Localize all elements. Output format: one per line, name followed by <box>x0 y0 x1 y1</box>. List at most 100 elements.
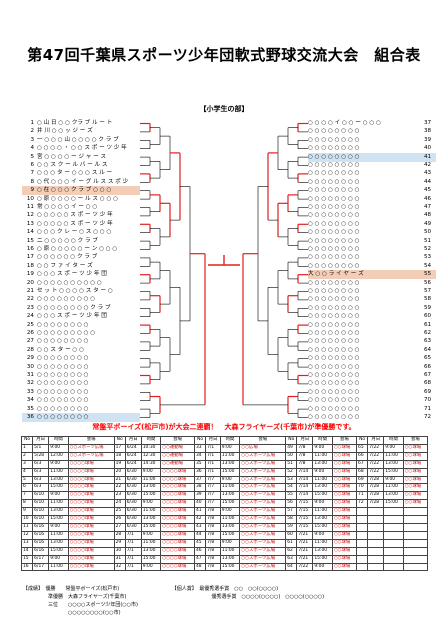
schedule-cell: 6/10 <box>32 507 50 517</box>
schedule-cell <box>356 530 369 540</box>
schedule-cell: 15:00 <box>219 467 241 477</box>
result-banner: 常盤平ボーイズ(松戸市)が大会二連覇！ 大森フライヤーズ(千葉市)が準優勝です。 <box>92 423 356 431</box>
team-name: ○ ○ ○ ○ ○ ○ ○ ○ <box>308 212 360 219</box>
team-name: 常 ○ ○ ○ ○ イ ー ○ ○ <box>37 204 98 210</box>
team-number: 19 <box>26 271 34 278</box>
schedule-cell: 44 <box>193 530 207 540</box>
schedule-cell: ○○球場 <box>402 451 429 461</box>
schedule-cell: 6/3 <box>32 467 50 477</box>
team-number: 38 <box>424 128 432 135</box>
schedule-cell: 6/17 <box>32 562 50 572</box>
schedule-cell <box>367 562 385 572</box>
schedule-cell: ○○運動場 <box>160 443 195 453</box>
schedule-cell: ○○○○球場 <box>160 554 195 564</box>
schedule-cell: 15:00 <box>312 522 333 532</box>
team-entry: 1○ 山 日 ○ ○ クラ ブ ル ー ト <box>22 119 140 128</box>
schedule-cell: 17 <box>113 443 126 453</box>
team-number: 47 <box>424 204 432 210</box>
team-number: 65 <box>424 355 432 362</box>
team-number: 16 <box>26 246 34 252</box>
team-name: ○ ○ ○ ○ ・ ○ ○ ス ポ ー ツ 少 年 <box>37 145 127 152</box>
schedule-cell: 13:00 <box>312 546 333 556</box>
schedule-header-cell: 月日 <box>367 436 385 445</box>
schedule-cell: 7/1 <box>124 530 142 540</box>
team-entry: 9○ 在 ○ ○ ○ ク ラ ブ ○ ○ ○ <box>22 186 140 196</box>
team-name: ○ ○ ○ ○ ○ ○ ○ ○ <box>308 229 360 236</box>
team-number: 44 <box>424 178 432 185</box>
schedule-cell: ○○○○球場 <box>160 499 195 509</box>
team-entry: 23○ ○ ○ ○ ○ ○ ○ ○ ク ラ ブ <box>22 304 140 313</box>
team-entry: 38○ ○ ○ ○ ○ ○ ○ ○ <box>308 127 436 136</box>
schedule-cell: 33 <box>193 443 207 453</box>
team-entry: 42○ ○ ○ ○ ○ ○ ○ ○ <box>308 161 436 170</box>
schedule-cell: ○○○○球場 <box>67 507 115 517</box>
team-number: 21 <box>26 288 34 294</box>
team-name: ○ ○ ○ ○ ○ ○ ○ ○ <box>308 162 360 168</box>
schedule-cell: 7/22 <box>367 467 385 477</box>
team-name: ○ ○ ○ ○ ○ ○ ○ ○ ○ ○ <box>37 279 102 286</box>
team-number: 69 <box>424 388 432 395</box>
schedule-header-cell: 時間 <box>383 436 404 445</box>
schedule-cell: ○○スポーツ広場 <box>67 451 115 461</box>
schedule-cell: 15 <box>20 554 34 564</box>
team-entry: 19○ ○ ○ ス ポ ー ツ 少 年 団 <box>22 270 140 279</box>
schedule-cell: 6/24 <box>124 459 142 469</box>
team-number: 32 <box>26 380 34 387</box>
team-name: ○ 原 ○ ○ ○ ○ ー ル ス ○ ○ ○ <box>37 195 118 202</box>
schedule-cell: 6/16 <box>32 522 50 532</box>
schedule-cell: 7/22 <box>367 451 385 461</box>
team-name: 井 川 ○ ○ ッ ジ ー ズ <box>37 128 93 135</box>
schedule-cell: ○○○○球場 <box>160 491 195 501</box>
schedule-cell: ○○スポーツ広場 <box>239 467 287 477</box>
team-name: ○ ○ ス ク ー ル バ ー ル ス <box>37 162 108 168</box>
schedule-cell: 3 <box>20 459 34 469</box>
team-name: ○ ○ ○ ○ ○ ○ ○ ○ <box>37 372 89 378</box>
schedule-cell: 15:00 <box>140 554 162 564</box>
schedule-header-cell: No <box>356 436 369 445</box>
team-entry: 13○ ○ ○ ○ ○ ス ポ ー ツ 少 年 <box>22 220 140 229</box>
schedule-cell: 5/1 <box>32 443 50 453</box>
team-entry: 61○ ○ ○ ○ ○ ○ ○ ○ <box>308 321 436 330</box>
schedule-cell: 7/22 <box>367 443 385 453</box>
team-entry: 43○ ○ ○ ○ ○ ○ ○ ○ <box>308 169 436 178</box>
team-entry: 57○ ○ ○ ○ ○ ○ ○ ○ <box>308 287 436 296</box>
footer-line: 【成績】 優勝 常盤平ボーイズ(松戸市) 【個人賞】 最優秀選手賞 ○○ ○○(… <box>23 586 279 592</box>
team-entry: 50○ ○ ○ ○ ○ ○ ○ ○ <box>308 228 436 237</box>
team-entry: 20○ ○ ○ ○ ○ ○ ○ ○ ○ ○ <box>22 279 140 288</box>
schedule-header-cell: 会場 <box>160 436 195 445</box>
schedule-cell: 9:00 <box>312 530 333 540</box>
schedule-cell: ○○球場 <box>331 515 358 524</box>
schedule-header-cell: 時間 <box>312 436 333 445</box>
schedule-cell: 42 <box>193 515 207 524</box>
schedule-cell: ○○球場 <box>402 467 429 477</box>
schedule-cell: 7/28 <box>367 475 385 485</box>
schedule-cell: 7/8 <box>296 459 314 469</box>
team-number: 51 <box>424 237 432 244</box>
schedule-cell <box>356 522 369 532</box>
team-name: ○ ○ ○ ○ ○ ス ポ ー ツ 少 年 <box>37 212 113 219</box>
schedule-cell: 15:00 <box>383 467 404 477</box>
team-entry: 46○ ○ ○ ○ ○ ○ ○ ○ <box>308 195 436 204</box>
schedule-cell <box>383 554 404 564</box>
schedule-cell: ○○球場 <box>331 562 358 572</box>
team-entry: 49○ ○ ○ ○ ○ ○ ○ ○ <box>308 220 436 229</box>
team-name: ○ ○ ○ ○ ○ ○ ○ ○ <box>37 338 89 345</box>
schedule-cell <box>402 554 429 564</box>
schedule-cell: 18 <box>113 451 126 461</box>
schedule-cell: 15:00 <box>312 554 333 564</box>
schedule-cell: 7/14 <box>296 467 314 477</box>
team-number: 68 <box>424 380 432 387</box>
schedule-cell: 64 <box>285 562 298 572</box>
team-entry: 8○ 代 ○ ○ ○ イ ー グ ル ス ス ポ 少 <box>22 178 140 187</box>
team-name: ○ ○ ○ ○ ○ ○ ○ ○ <box>308 187 360 194</box>
team-number: 58 <box>424 296 432 303</box>
team-name: ○ ○ ○ ○ ○ ○ ○ ○ <box>308 178 360 185</box>
schedule-cell: 6/30 <box>124 522 142 532</box>
schedule-cell: ○○スポーツ広場 <box>239 538 287 548</box>
schedule-cell: 6/30 <box>124 483 142 493</box>
team-number: 5 <box>30 153 34 160</box>
